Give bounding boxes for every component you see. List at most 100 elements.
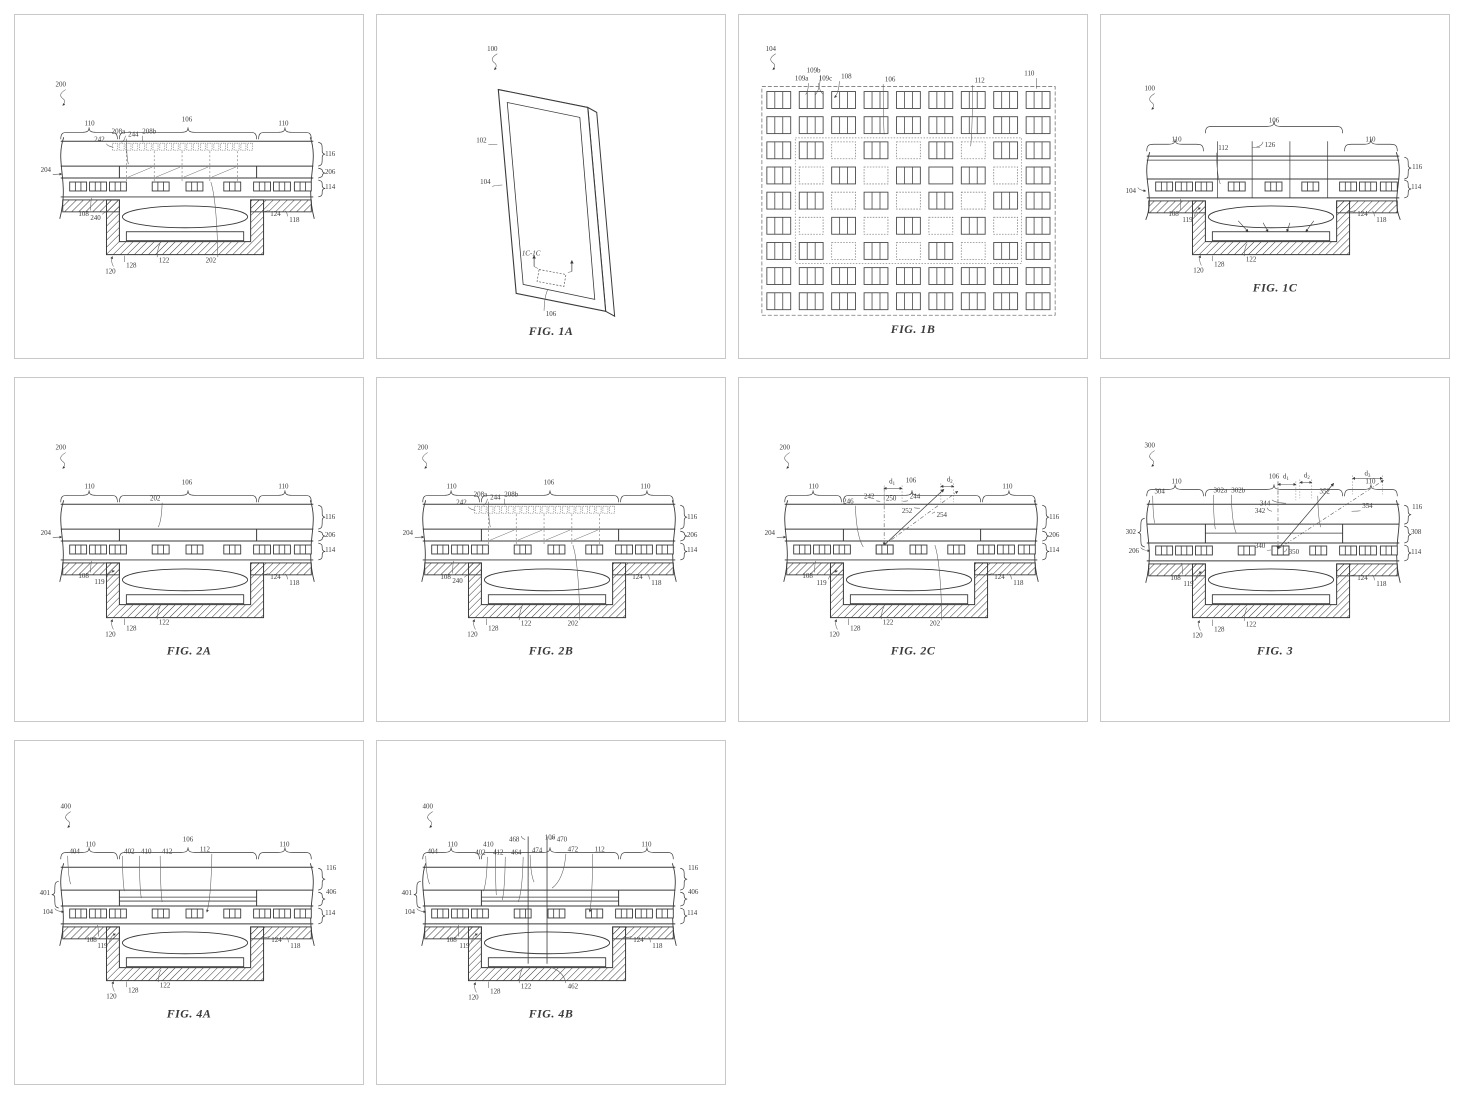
- ref-numeral: 102: [476, 136, 487, 144]
- ref-numeral: 208a: [474, 490, 488, 498]
- ref-numeral: 464: [511, 848, 522, 856]
- ref-numeral: 120: [106, 992, 117, 1000]
- ref-numeral: 200: [56, 444, 67, 452]
- ref-numeral: 122: [883, 619, 894, 627]
- ref-numeral: 114: [1411, 548, 1422, 556]
- ref-numeral: 122: [1246, 256, 1257, 264]
- ref-numeral: 124: [270, 573, 281, 581]
- ref-numeral: 108: [78, 210, 89, 218]
- ref-numeral: 108: [86, 936, 97, 944]
- ref-numeral: 116: [1049, 513, 1060, 521]
- ref-numeral: 104: [766, 45, 777, 53]
- ref-numeral: 208b: [142, 127, 156, 135]
- ref-numeral: 106: [182, 478, 193, 486]
- ref-numeral: 116: [1412, 503, 1423, 511]
- ref-numeral: 124: [994, 573, 1005, 581]
- ref-numeral: 112: [595, 845, 606, 853]
- ref-numeral: 110: [279, 840, 290, 848]
- ref-numeral: 300: [1145, 442, 1156, 450]
- ref-numeral: d1: [889, 477, 895, 487]
- ref-numeral: 108: [446, 936, 457, 944]
- ref-numeral: 206: [325, 168, 336, 176]
- ref-numeral: 122: [160, 982, 171, 990]
- ref-numeral: 124: [1357, 210, 1368, 218]
- ref-numeral: 304: [1154, 487, 1165, 495]
- ref-numeral: 110: [640, 482, 651, 490]
- ref-numeral: 402: [475, 848, 486, 856]
- ref-numeral: 116: [688, 864, 699, 872]
- ref-numeral: 124: [632, 573, 643, 581]
- ref-numeral: 244: [128, 130, 139, 138]
- ref-numeral: 110: [1365, 477, 1376, 485]
- ref-numeral: 472: [568, 845, 579, 853]
- ref-numeral: 119: [94, 578, 105, 586]
- ref-numeral: 109b: [807, 67, 821, 75]
- ref-numeral: 340: [1255, 542, 1266, 550]
- ref-numeral: 302a: [1214, 486, 1228, 494]
- ref-numeral: 252: [902, 507, 913, 515]
- ref-numeral: 110: [641, 840, 652, 848]
- ref-numeral: 119: [97, 942, 108, 950]
- ref-numeral: 354: [1362, 502, 1373, 510]
- ref-numeral: 108: [78, 572, 89, 580]
- ref-numeral: 206: [1129, 547, 1140, 555]
- figure-caption: FIG. 2A: [166, 643, 212, 657]
- ref-numeral: 412: [162, 847, 173, 855]
- ref-numeral: 254: [937, 511, 948, 519]
- ref-numeral: d2: [1304, 471, 1310, 481]
- ref-numeral: 110: [447, 840, 458, 848]
- ref-numeral: 410: [483, 840, 494, 848]
- ref-numeral: 116: [1412, 163, 1423, 171]
- ref-numeral: 402: [124, 847, 135, 855]
- ref-numeral: 116: [325, 513, 336, 521]
- ref-numeral: 106: [906, 476, 917, 484]
- ref-numeral: 468: [509, 835, 520, 843]
- ref-numeral: 202: [930, 620, 941, 628]
- ref-numeral: d2: [947, 475, 953, 485]
- ref-numeral: 104: [480, 178, 491, 186]
- ref-numeral: 202: [150, 494, 161, 502]
- ref-numeral: d3: [1365, 469, 1371, 479]
- ref-numeral: 122: [159, 257, 170, 265]
- ref-numeral: d1: [1283, 472, 1289, 482]
- ref-numeral: 120: [105, 267, 116, 275]
- ref-numeral: 406: [326, 888, 337, 896]
- ref-numeral: 302b: [1231, 486, 1245, 494]
- ref-numeral: 110: [1002, 482, 1013, 490]
- ref-numeral: 108: [1168, 210, 1179, 218]
- ref-numeral: 240: [90, 214, 101, 222]
- ref-numeral: 204: [41, 166, 52, 174]
- ref-numeral: 110: [85, 482, 96, 490]
- ref-numeral: 126: [1265, 141, 1276, 149]
- ref-numeral: 124: [271, 936, 282, 944]
- ref-numeral: 112: [200, 845, 211, 853]
- ref-numeral: 104: [405, 908, 416, 916]
- ref-numeral: 242: [864, 492, 875, 500]
- ref-numeral: 122: [521, 620, 532, 628]
- ref-numeral: 1C-1C: [522, 250, 541, 258]
- ref-numeral: 342: [1255, 507, 1266, 515]
- ref-numeral: 110: [447, 482, 458, 490]
- ref-numeral: 204: [765, 529, 776, 537]
- ref-numeral: 474: [532, 846, 543, 854]
- ref-numeral: 124: [1357, 574, 1368, 582]
- ref-numeral: 104: [1126, 187, 1137, 195]
- ref-numeral: 128: [126, 625, 137, 633]
- ref-numeral: 250: [886, 494, 897, 502]
- ref-numeral: 106: [182, 115, 193, 123]
